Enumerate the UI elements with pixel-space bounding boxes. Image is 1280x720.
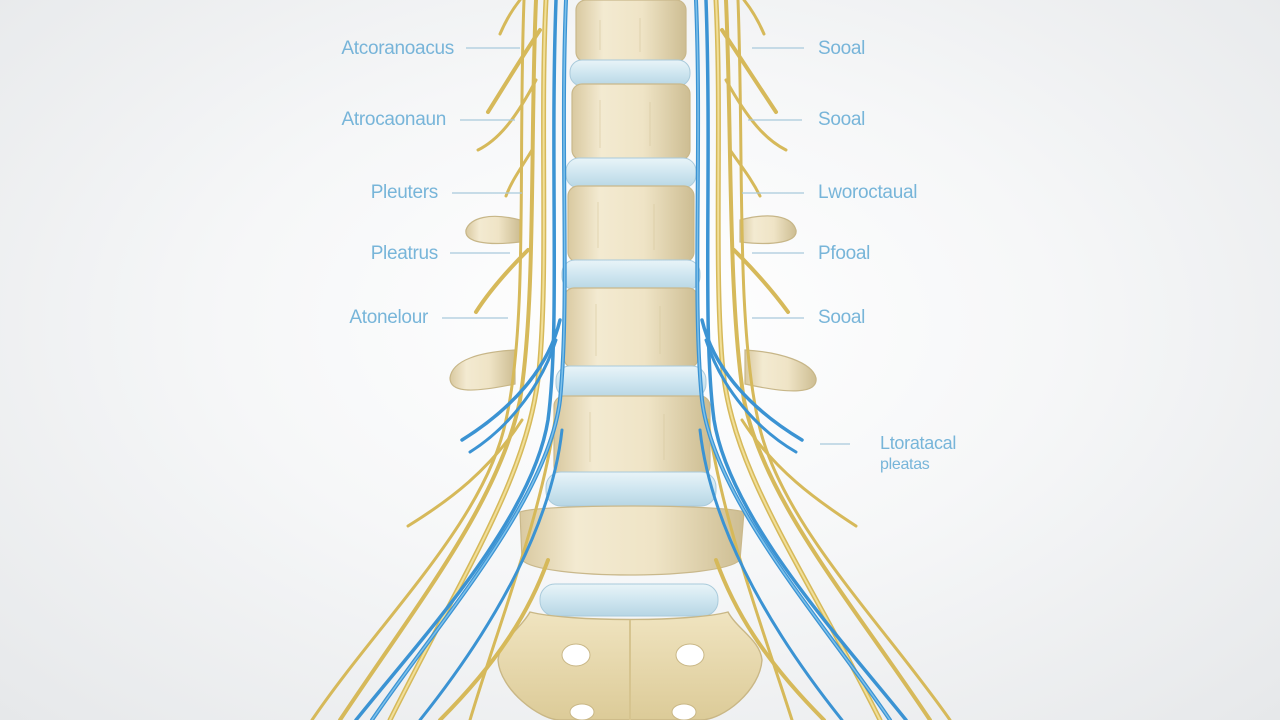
vertebral-column <box>519 0 745 617</box>
vertebra-2 <box>571 83 691 161</box>
nerves-yellow-right <box>706 0 952 720</box>
nerves-yellow-left <box>310 0 557 720</box>
label-right-1: Sooal <box>818 38 866 59</box>
vertebra-5 <box>553 395 711 477</box>
transverse-processes <box>449 215 817 392</box>
nerves-blue <box>354 0 908 720</box>
label-left-3: Pleuters <box>370 182 439 203</box>
label-left-4: Pleatrus <box>370 243 439 264</box>
label-left-5: Atonelour <box>349 307 428 328</box>
label-left-2: Atrocaonaun <box>341 109 447 130</box>
label-right-3: Lworoctaual <box>818 182 918 203</box>
disc-2 <box>565 157 697 189</box>
leader-lines <box>442 47 850 445</box>
label-right-2: Sooal <box>818 109 866 130</box>
label-left-1: Atcoranoacus <box>341 38 454 59</box>
label-lower-right: Ltoratacal pleatas <box>880 432 956 476</box>
disc-4 <box>555 365 707 399</box>
label-lower-right-line1: Ltoratacal <box>880 433 957 453</box>
label-lower-right-line2: pleatas <box>880 456 930 473</box>
vertebra-3 <box>567 185 695 263</box>
disc-3 <box>561 259 701 291</box>
label-right-4: Pfooal <box>818 243 871 264</box>
vertebra-4 <box>563 287 699 369</box>
vertebra-6 <box>519 505 745 576</box>
disc-1 <box>569 59 691 87</box>
disc-6 <box>539 583 719 617</box>
disc-5 <box>545 471 717 507</box>
vertebra-1 <box>575 0 687 63</box>
sacrum <box>497 611 763 720</box>
label-right-5: Sooal <box>818 307 866 328</box>
